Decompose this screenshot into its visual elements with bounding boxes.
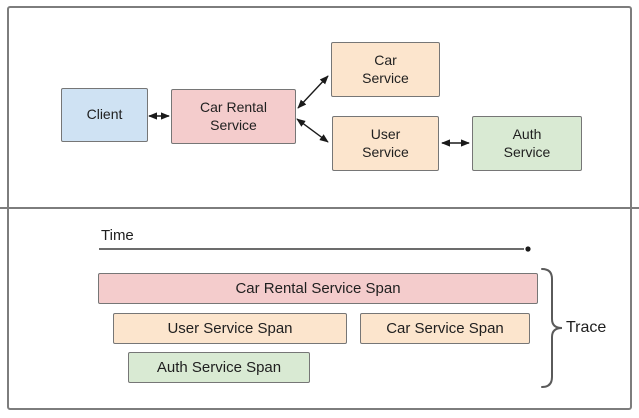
span-bar-car-label: Car Service Span [386, 320, 504, 337]
span-bar-auth-label: Auth Service Span [156, 359, 282, 376]
span-bar-car: Car Service Span [360, 313, 530, 344]
node-car-rental-service: Car Rental Service [171, 89, 296, 144]
time-axis-label: Time [101, 227, 134, 244]
node-auth-service: Auth Service [472, 116, 582, 171]
node-client: Client [61, 88, 148, 142]
node-car-rental-service-label: Car Rental Service [200, 99, 267, 133]
span-bar-car-rental-label: Car Rental Service Span [235, 280, 401, 297]
node-user-service-label: User Service [362, 126, 409, 160]
node-user-service: User Service [332, 116, 439, 171]
trace-label: Trace [566, 319, 607, 336]
span-bar-user-label: User Service Span [167, 320, 293, 337]
section-divider [0, 207, 639, 209]
node-car-service-label: Car Service [362, 52, 409, 86]
trace-brace-icon [541, 268, 563, 388]
span-bar-auth: Auth Service Span [128, 352, 310, 383]
node-client-label: Client [86, 106, 123, 123]
span-bar-car-rental: Car Rental Service Span [98, 273, 538, 304]
node-auth-service-label: Auth Service [503, 126, 551, 160]
node-car-service: Car Service [331, 42, 440, 97]
span-bar-user: User Service Span [113, 313, 347, 344]
